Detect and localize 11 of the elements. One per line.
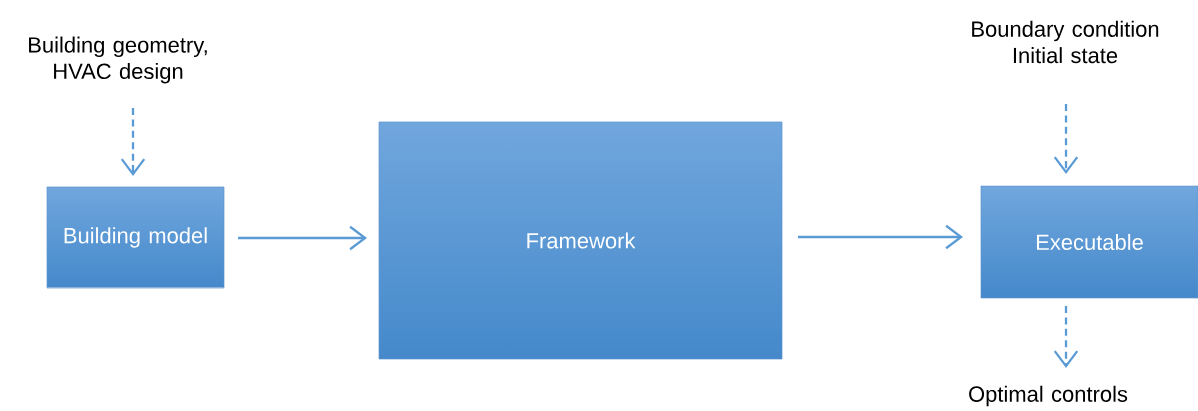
arrow [120, 108, 146, 176]
output-text: Optimal controls [969, 385, 1128, 407]
condition-text: Boundary condition Initial state [972, 20, 1159, 64]
process-box: Executable [980, 185, 1198, 299]
arrow [1053, 306, 1079, 368]
arrow [1053, 104, 1079, 174]
arrow [798, 224, 963, 250]
arrow [238, 225, 367, 251]
process-box: Building model [46, 186, 225, 289]
process-box: Framework [378, 121, 783, 360]
input-text: Building geometry, HVAC design [29, 36, 207, 84]
